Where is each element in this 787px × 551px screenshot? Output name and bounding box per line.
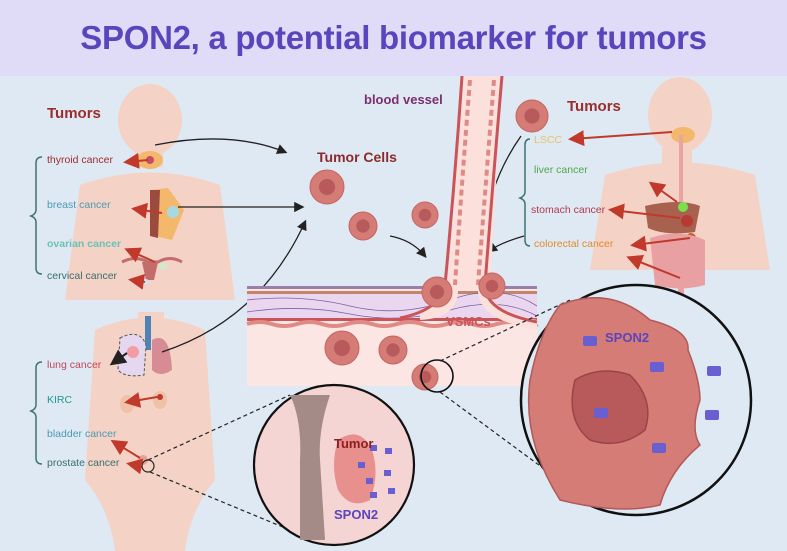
right-tumors-heading: Tumors <box>567 98 621 115</box>
left-tumors-heading: Tumors <box>47 105 101 122</box>
vsmcs-label: VSMCs <box>446 314 491 329</box>
prostate-zoom-circle <box>252 383 416 547</box>
digestive-body-illustration <box>590 77 770 297</box>
label-prostate-cancer: prostate cancer <box>47 457 120 469</box>
label-breast-cancer: breast cancer <box>47 199 111 211</box>
tumor-cells <box>309 99 549 391</box>
left-lower-bracket <box>28 361 43 465</box>
label-cervical-cancer: cervical cancer <box>47 270 118 282</box>
label-ovarian-cancer: ovarian cancer <box>47 238 122 250</box>
label-kirc: KIRC <box>47 394 73 406</box>
label-liver-cancer: liver cancer <box>534 164 588 176</box>
vessel-wall-tissue <box>246 286 539 386</box>
blood-vessel-label: blood vessel <box>364 92 443 107</box>
tumor-cells-label: Tumor Cells <box>317 149 397 165</box>
prostate-spon2-label: SPON2 <box>334 507 379 522</box>
label-stomach-cancer: stomach cancer <box>531 204 606 216</box>
diagram-artwork <box>28 76 770 551</box>
male-body-illustration <box>85 312 215 551</box>
left-upper-bracket <box>28 156 43 275</box>
label-lscc: LSCC <box>534 134 563 146</box>
label-thyroid-cancer: thyroid cancer <box>47 154 113 166</box>
page-title: SPON2, a potential biomarker for tumors <box>80 19 707 56</box>
prostate-tumor-label: Tumor <box>334 436 374 451</box>
cell-spon2-label: SPON2 <box>605 330 650 345</box>
blood-vessel <box>399 76 538 330</box>
right-bracket <box>517 138 531 247</box>
organ-arrows <box>110 130 691 475</box>
zoom-source-circle <box>420 359 454 393</box>
cell-zoom-circle <box>519 283 753 517</box>
label-lung-cancer: lung cancer <box>47 359 102 371</box>
label-bladder-cancer: bladder cancer <box>47 428 117 440</box>
label-colorectal-cancer: colorectal cancer <box>534 238 614 250</box>
diagram-panel: Tumors thyroid cancer breast cancer ovar… <box>0 76 787 551</box>
title-banner: SPON2, a potential biomarker for tumors <box>0 0 787 76</box>
